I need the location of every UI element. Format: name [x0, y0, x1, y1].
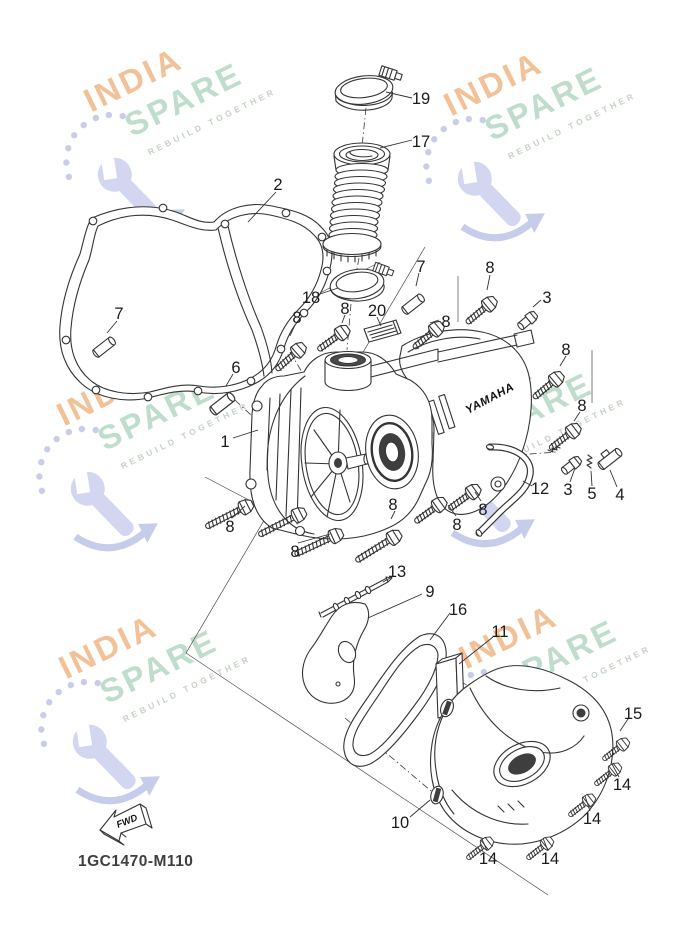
- callout-2: 2: [273, 176, 282, 194]
- part-13-screw-set: [318, 576, 393, 618]
- callout-3: 3: [542, 289, 551, 307]
- bolt-8: [544, 419, 585, 456]
- callout-8: 8: [225, 518, 234, 536]
- part-16-seal: [343, 633, 447, 767]
- leader-lines: [106, 91, 629, 852]
- callout-8: 8: [452, 516, 461, 534]
- callout-8: 8: [441, 313, 450, 331]
- callout-17: 17: [412, 133, 430, 151]
- part-9-plate: [301, 601, 370, 704]
- part-20-label: [363, 319, 402, 343]
- part-6-dowel-pin: [207, 390, 237, 417]
- callout-19: 19: [412, 90, 430, 108]
- bolt-8: [461, 292, 501, 329]
- callout-14: 14: [479, 850, 497, 868]
- callout-20: 20: [368, 302, 386, 320]
- callout-8: 8: [388, 496, 397, 514]
- fwd-arrow: FWD: [99, 803, 153, 846]
- part-1-crankcase-cover: [245, 334, 518, 540]
- callout-12: 12: [531, 480, 549, 498]
- callout-8: 8: [577, 397, 586, 415]
- callout-8: 8: [478, 501, 487, 519]
- part-5-clip: [586, 454, 593, 469]
- callout-3: 3: [563, 481, 572, 499]
- callout-13: 13: [388, 563, 406, 581]
- callout-14: 14: [613, 776, 631, 794]
- drawing-number: 1GC1470-M110: [78, 853, 193, 870]
- callout-15: 15: [624, 705, 642, 723]
- part-4-joint: [597, 447, 623, 471]
- part-18-clamp: [329, 261, 395, 302]
- callout-7: 7: [114, 305, 123, 323]
- part-3-plug-bottom: [547, 445, 584, 477]
- callout-4: 4: [615, 486, 624, 504]
- callout-10: 10: [391, 814, 409, 832]
- callout-11: 11: [491, 623, 508, 641]
- part-17-duct: [322, 142, 391, 263]
- callout-14: 14: [541, 850, 559, 868]
- callout-6: 6: [231, 359, 240, 377]
- part-3-plug-top: [515, 308, 540, 333]
- callout-7: 7: [416, 258, 425, 276]
- callout-8: 8: [290, 543, 299, 561]
- callout-16: 16: [449, 601, 467, 619]
- callout-14: 14: [583, 810, 601, 828]
- part-19-clamp: [334, 65, 403, 111]
- callout-18: 18: [302, 289, 320, 307]
- callout-8: 8: [292, 309, 301, 327]
- bolt-8: [528, 367, 568, 404]
- callout-8: 8: [485, 259, 494, 277]
- part-2-gasket: [59, 203, 333, 402]
- callout-8: 8: [340, 300, 349, 318]
- callout-8: 8: [561, 341, 570, 359]
- part-7-dowel-pin-top: [399, 292, 427, 316]
- bolt-8: [313, 321, 353, 357]
- callout-1: 1: [220, 433, 229, 451]
- callout-9: 9: [425, 583, 434, 601]
- callout-5: 5: [587, 485, 596, 503]
